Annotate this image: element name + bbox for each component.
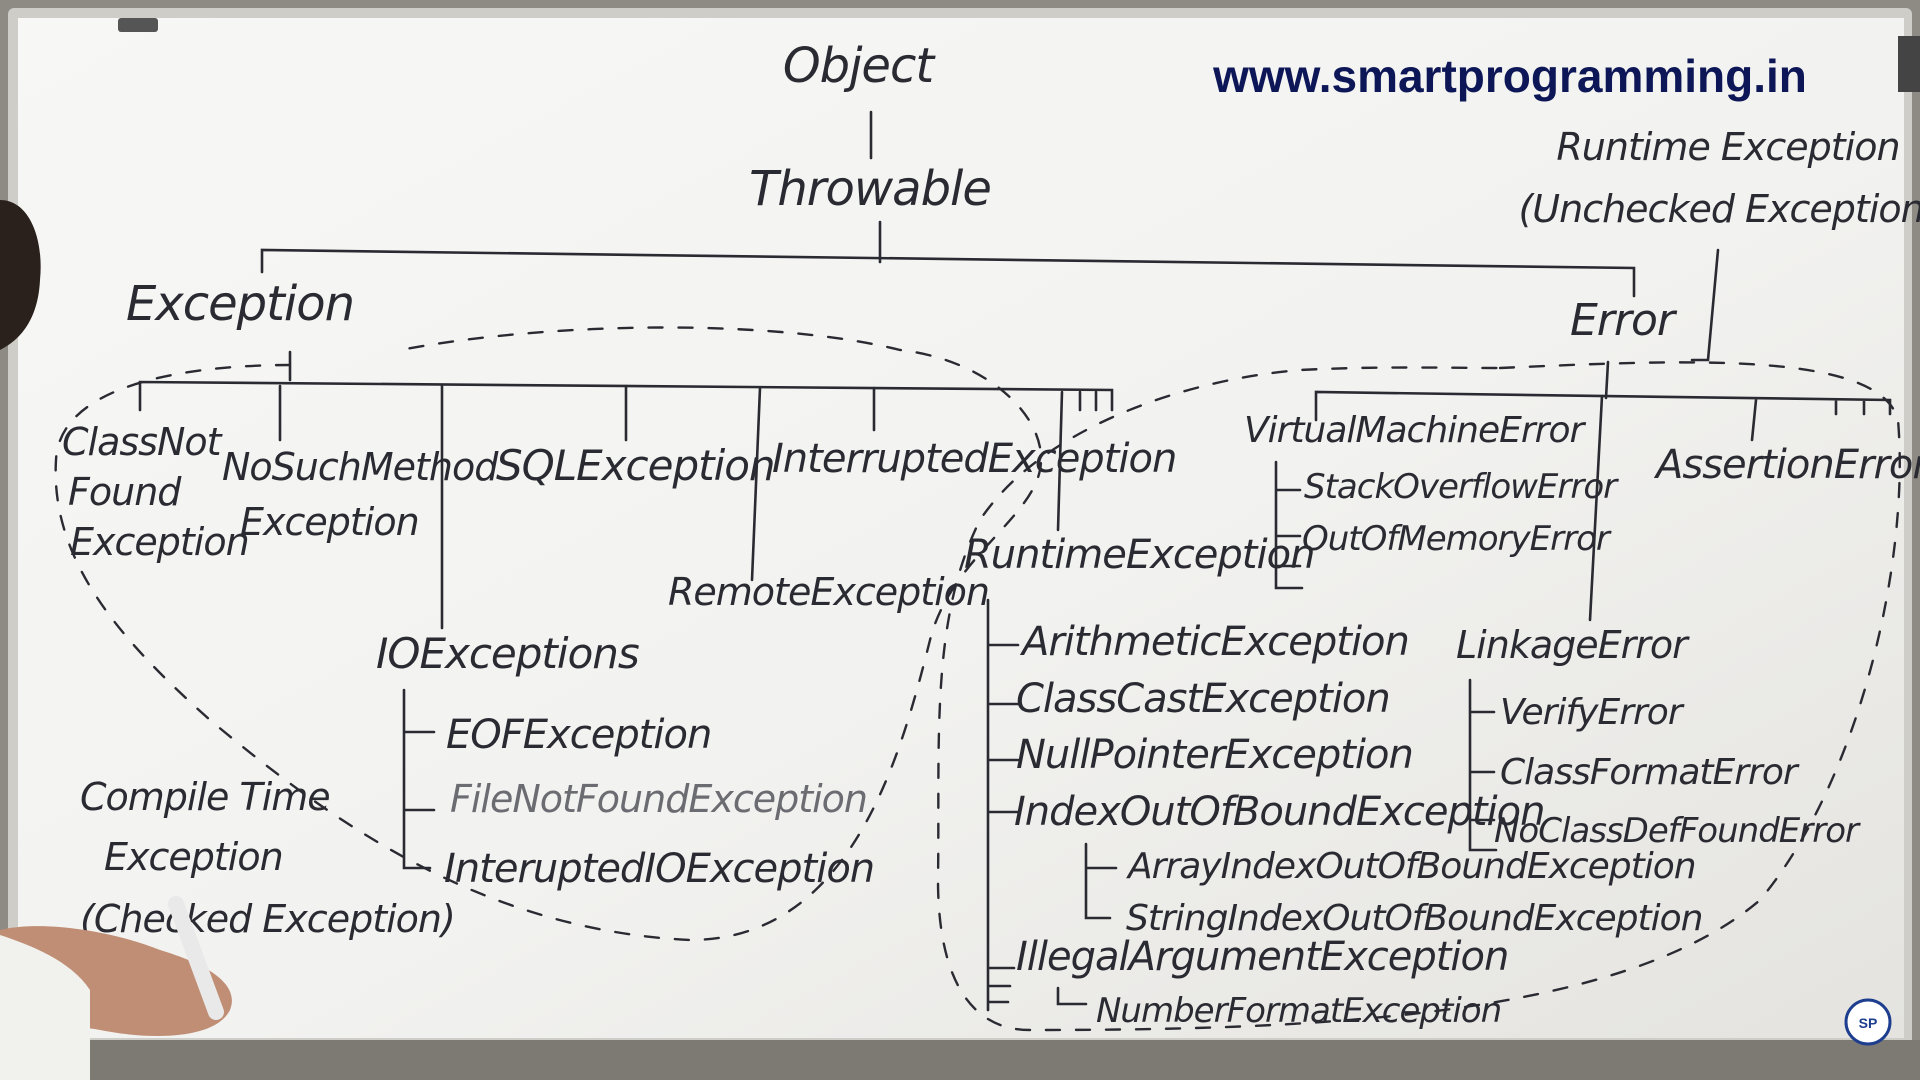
compile-note-line2: Exception xyxy=(104,835,283,879)
outofmemory-error: OutOfMemoryError xyxy=(1302,519,1612,559)
stringindex-exception: StringIndexOutOfBoundException xyxy=(1126,898,1702,939)
classcast-exception: ClassCastException xyxy=(1016,676,1390,722)
edge-linkage xyxy=(1588,394,1604,622)
interrupted-exception: InterruptedException xyxy=(772,436,1176,482)
runtime-exception-node: RuntimeException xyxy=(964,532,1314,578)
channel-logo[interactable] xyxy=(1844,998,1892,1046)
classnotfound-line3: Exception xyxy=(70,520,249,564)
website-url[interactable]: www.smartprogramming.in xyxy=(1212,50,1807,102)
io-exceptions: IOExceptions xyxy=(376,629,639,678)
nosuchmethod-line2: Exception xyxy=(240,500,419,544)
sql-exception: SQLException xyxy=(496,441,775,490)
error-stem xyxy=(1604,360,1610,400)
throwable-node: Throwable xyxy=(749,161,991,217)
runtime-tree-lines xyxy=(986,598,1020,1012)
magnet-icon xyxy=(118,18,158,32)
classnotfound-line2: Found xyxy=(68,470,182,514)
edge-remote xyxy=(750,386,762,582)
vm-tree-lines xyxy=(1274,460,1304,590)
io-tree-lines xyxy=(402,688,436,870)
checked-exceptions-region xyxy=(54,326,1043,942)
throwable-branch-bar xyxy=(260,248,1636,298)
logo-glyph: SP xyxy=(1859,1015,1878,1031)
unchecked-exceptions-region xyxy=(936,361,1901,1032)
runtime-note-line1: Runtime Exception xyxy=(1556,125,1899,169)
arrayindex-exception: ArrayIndexOutOfBoundException xyxy=(1126,846,1696,887)
illegal-tree-lines xyxy=(1056,986,1088,1006)
error-node: Error xyxy=(1570,295,1678,346)
nullpointer-exception: NullPointerException xyxy=(1016,732,1413,778)
eof-exception: EOFException xyxy=(446,712,711,758)
presenter-head xyxy=(0,200,41,350)
exception-node: Exception xyxy=(126,276,354,332)
edge-more xyxy=(1078,390,1098,412)
runtime-note-pointer xyxy=(1690,248,1720,362)
linkage-tree-lines xyxy=(1468,678,1498,852)
linkage-error: LinkageError xyxy=(1456,623,1690,667)
remote-exception: RemoteException xyxy=(668,570,989,614)
nosuchmethod-line1: NoSuchMethod xyxy=(222,445,499,489)
filenotfound-exception: FileNotFoundException xyxy=(450,777,867,821)
vm-error: VirtualMachineError xyxy=(1244,410,1586,451)
interruptedio-exception: InteruptedIOException xyxy=(444,846,874,892)
classformat-error: ClassFormatError xyxy=(1500,752,1800,793)
index-tree-lines xyxy=(1084,842,1118,920)
object-node: Object xyxy=(783,38,937,94)
marker-pen xyxy=(168,896,224,1020)
noclassdeffound-error: NoClassDefFoundError xyxy=(1494,811,1861,851)
board-surface xyxy=(18,18,1904,1038)
compile-note-line1: Compile Time xyxy=(80,775,330,819)
clip-icon xyxy=(1898,36,1920,92)
classnotfound-line1: ClassNot xyxy=(62,420,224,464)
marker-tray xyxy=(0,1040,1920,1080)
indexoutofbound-exception: IndexOutOfBoundException xyxy=(1014,789,1544,835)
illegalargument-exception: IllegalArgumentException xyxy=(1016,934,1508,980)
arithmetic-exception: ArithmeticException xyxy=(1019,619,1409,665)
runtime-note-line2: (Unchecked Exception) xyxy=(1518,187,1920,231)
presenter-sleeve xyxy=(0,935,90,1080)
edge-runtime xyxy=(1056,390,1064,532)
assertion-error: AssertionError xyxy=(1653,442,1920,488)
stackoverflow-error: StackOverflowError xyxy=(1304,467,1619,507)
verify-error: VerifyError xyxy=(1500,692,1685,733)
compile-note-line3: (Checked Exception) xyxy=(80,897,455,941)
